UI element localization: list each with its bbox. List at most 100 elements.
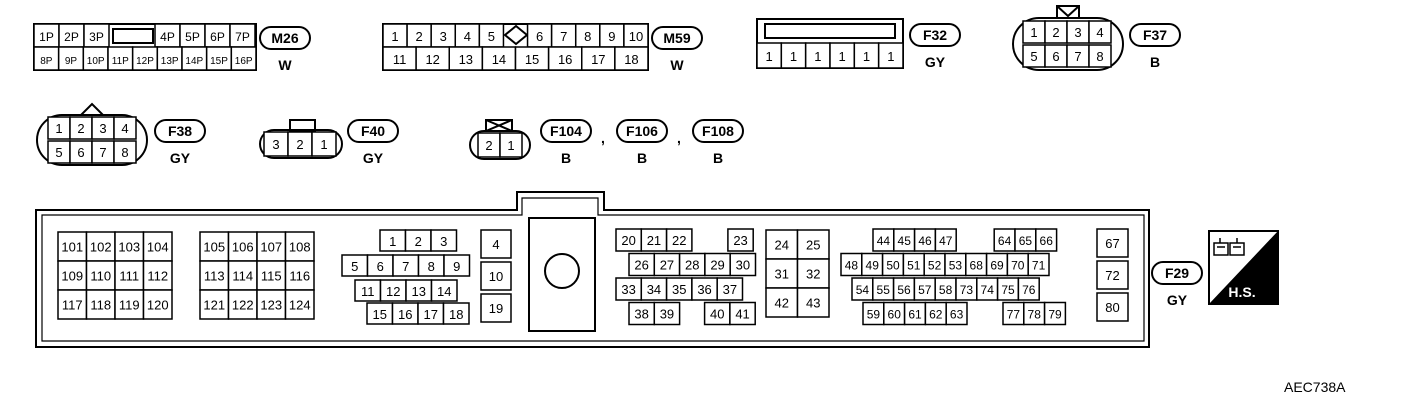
pin-cell: [256, 231, 287, 262]
pin-label: 15P: [210, 56, 228, 67]
pin-label: 6: [536, 29, 543, 44]
pin-label: 42: [775, 296, 789, 311]
pin-label: 5: [488, 29, 495, 44]
f29-code-tag: [1151, 261, 1203, 285]
m26-color: W: [278, 57, 292, 73]
pin-label: 117: [62, 298, 83, 313]
pin-label: 1: [863, 49, 870, 64]
pin-label: 123: [260, 298, 282, 313]
pin-cell: [430, 279, 458, 302]
pin-label: 50: [886, 259, 900, 273]
pin-cell: [284, 289, 315, 320]
pin-label: 72: [1105, 268, 1119, 283]
pin-cell: [85, 289, 116, 320]
f-code-f104: F104: [550, 123, 582, 139]
pin-label: 33: [621, 282, 635, 297]
pin-label: 104: [147, 240, 169, 255]
pin-label: 16: [398, 307, 412, 322]
pin-label: 14: [437, 284, 451, 299]
pin-label: 79: [1048, 308, 1062, 322]
pin-label: 39: [660, 307, 674, 322]
pin-cell: [199, 260, 230, 291]
pin-label: 6: [377, 259, 384, 274]
pin-label: 11: [361, 284, 375, 299]
pin-label: 12: [386, 284, 400, 299]
pin-cell: [614, 46, 649, 71]
pin-label: 40: [710, 307, 724, 322]
f32-color: GY: [925, 54, 946, 70]
separator-comma: ,: [677, 130, 681, 146]
frames: [33, 17, 1150, 348]
pin-label: 13P: [161, 56, 179, 67]
pin-label: 1P: [39, 30, 54, 44]
pin-label: 10: [489, 269, 503, 284]
pin-label: 109: [61, 269, 83, 284]
pin-cell: [796, 229, 830, 260]
pin-cell: [480, 229, 512, 259]
m59-code: M59: [663, 30, 690, 46]
pin-label: 76: [1022, 283, 1036, 297]
pin-label: 1: [1030, 25, 1037, 40]
figure-id: AEC738A: [1284, 379, 1346, 395]
pin-cell: [227, 231, 258, 262]
pin-label: 38: [634, 307, 648, 322]
pin-label: 15: [373, 307, 387, 322]
pin-label: 111: [119, 269, 139, 284]
pin-label: 36: [697, 282, 711, 297]
pin-cell: [727, 228, 754, 252]
f-code-f106-tag: [616, 119, 668, 143]
pin-cell: [945, 301, 968, 326]
pin-cell: [796, 287, 830, 318]
pin-label: 7: [1074, 49, 1081, 64]
pin-label: 46: [918, 234, 932, 248]
pin-label: 7P: [235, 30, 250, 44]
pin-label: 16P: [235, 56, 253, 67]
pin-label: 77: [1007, 308, 1021, 322]
pin-label: 48: [845, 259, 859, 273]
pin-label: 41: [735, 307, 749, 322]
f-code-f104-tag: [540, 119, 592, 143]
pin-cell: [853, 42, 880, 69]
pin-label: 63: [950, 308, 964, 322]
pin-label: 14: [492, 52, 506, 67]
m26-code-tag: [259, 26, 311, 50]
pin-cell: [1096, 260, 1129, 290]
pin-label: 11: [393, 52, 407, 67]
pin-label: 78: [1028, 308, 1042, 322]
pin-label: 7: [560, 29, 567, 44]
pin-label: 75: [1001, 283, 1015, 297]
pin-cell: [227, 260, 258, 291]
pin-label: 13: [459, 52, 473, 67]
pin-label: 5: [55, 145, 62, 160]
pin-cell: [765, 229, 799, 260]
m59-code-tag: [651, 26, 703, 50]
pin-cell: [480, 261, 512, 291]
hs-label: H.S.: [1228, 284, 1255, 300]
pin-label: 45: [898, 234, 912, 248]
pin-label: 80: [1105, 300, 1119, 315]
pin-cell: [480, 293, 512, 323]
pin-label: 58: [939, 283, 953, 297]
f38-code: F38: [168, 123, 192, 139]
f40-code: F40: [361, 123, 385, 139]
pin-label: 18: [449, 307, 463, 322]
pin-label: 23: [733, 233, 747, 248]
pin-cell: [877, 42, 904, 69]
pin-label: 8: [1096, 49, 1103, 64]
pin-cell: [442, 302, 470, 325]
pin-label: 56: [897, 283, 911, 297]
pin-label: 69: [990, 259, 1004, 273]
pin-label: 103: [118, 240, 140, 255]
pin-label: 32: [806, 267, 820, 282]
pin-cell: [729, 252, 757, 277]
pin-label: 4P: [160, 30, 175, 44]
pin-label: 74: [981, 283, 995, 297]
f37-code: F37: [1143, 27, 1167, 43]
pin-label: 9: [453, 259, 460, 274]
pin-cell: [665, 228, 693, 252]
pin-label: 6P: [210, 30, 225, 44]
pin-label: 2: [415, 234, 422, 249]
f37-code-tag: [1129, 23, 1181, 47]
pin-label: 8P: [40, 56, 53, 67]
